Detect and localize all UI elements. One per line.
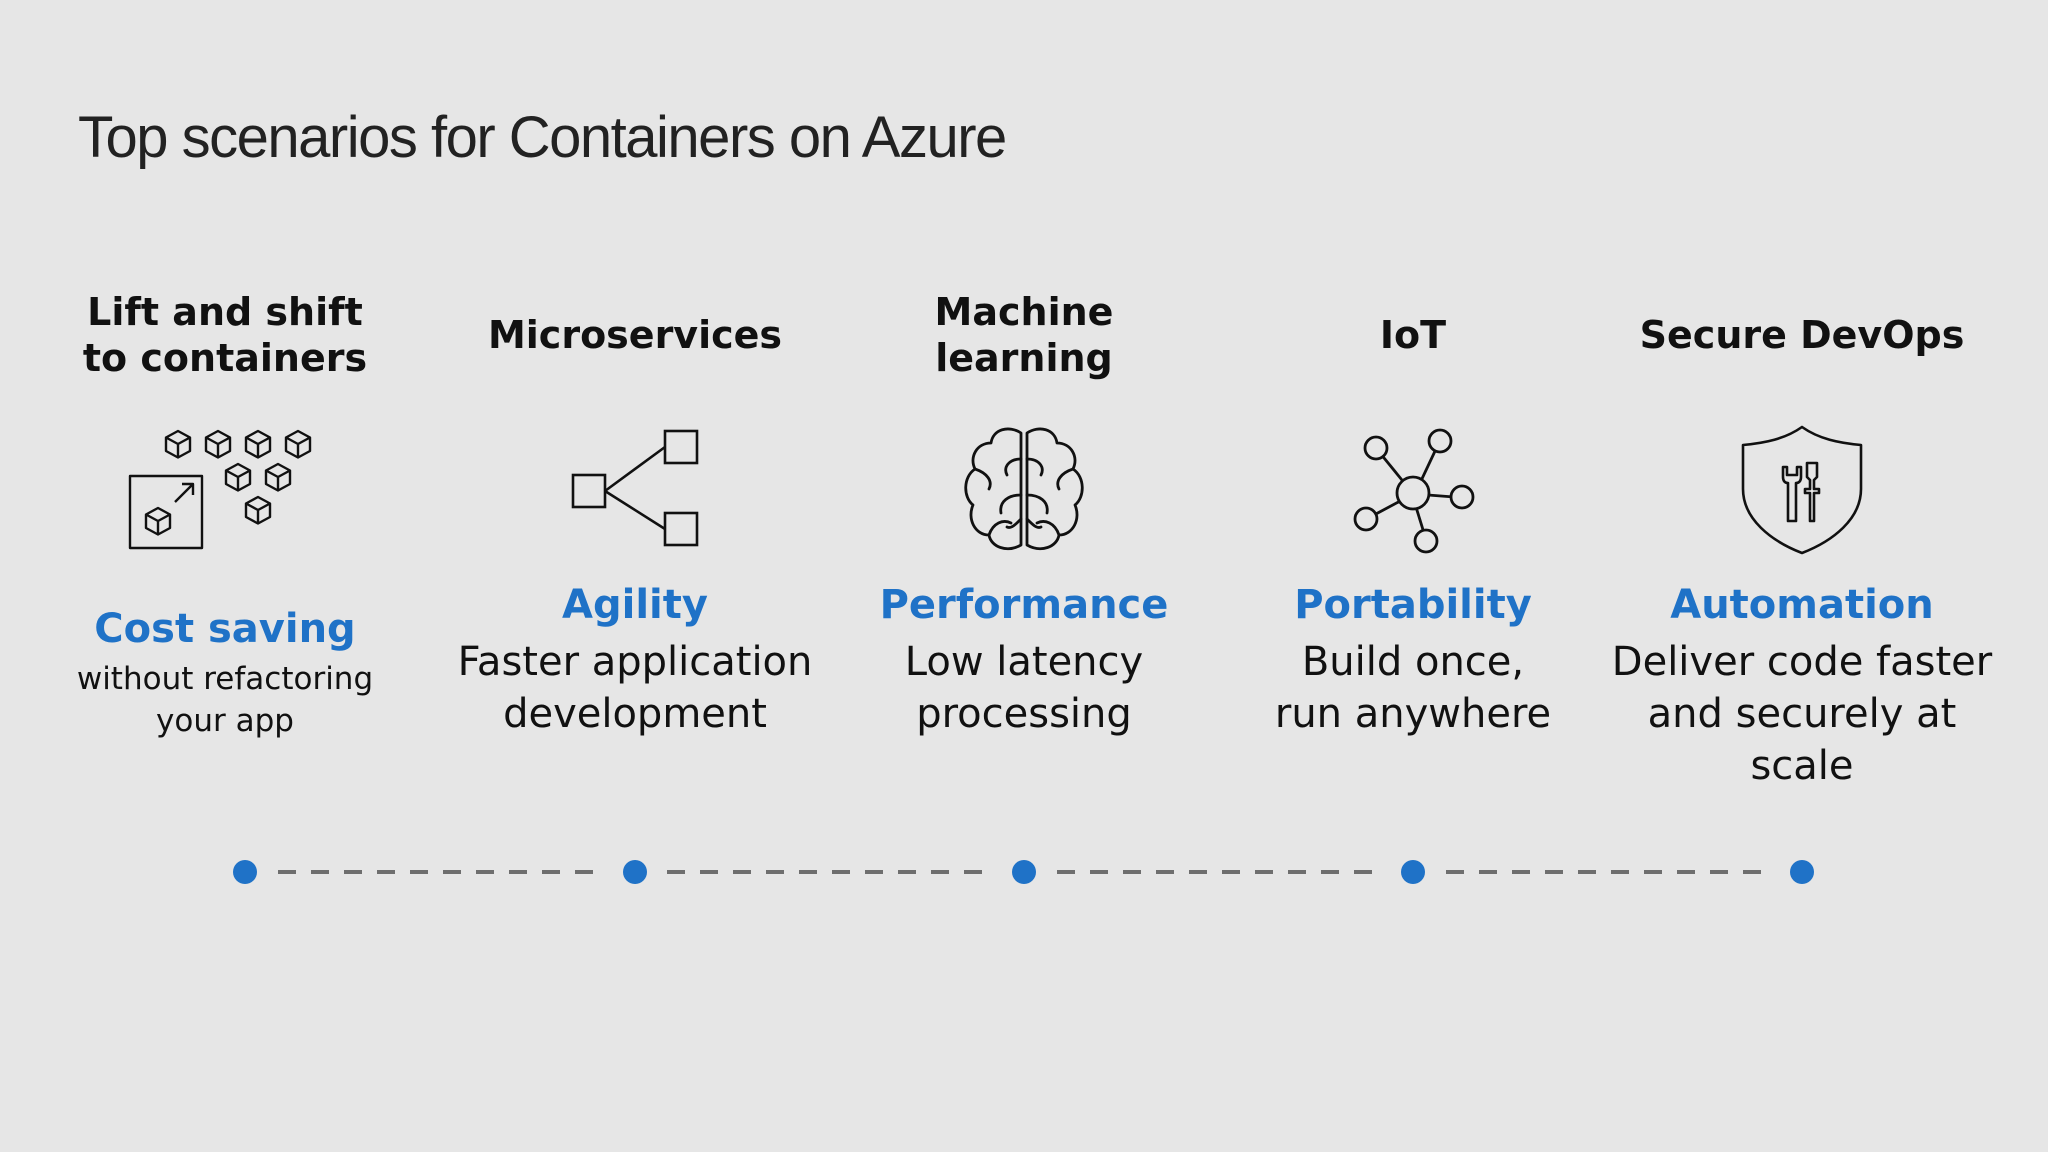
- scenario-detail: Faster application development: [457, 639, 813, 737]
- brain-icon: [829, 400, 1219, 580]
- scenario-lift-and-shift: Lift and shift to containers Cost saving…: [30, 270, 420, 742]
- page-title: Top scenarios for Containers on Azure: [78, 105, 1007, 170]
- containers-boxes-icon: [30, 400, 420, 580]
- timeline-dot: [623, 860, 647, 884]
- scenario-heading: Machine learning: [934, 290, 1114, 380]
- scenario-benefit: Agility: [562, 582, 708, 628]
- timeline: [233, 860, 1814, 884]
- scenario-detail: Build once, run anywhere: [1274, 639, 1552, 737]
- scenario-benefit: Portability: [1294, 582, 1532, 628]
- scenario-detail: Low latency processing: [904, 639, 1144, 737]
- scenario-detail: Deliver code faster and securely at scal…: [1611, 639, 1993, 789]
- shield-tools-icon: [1607, 400, 1997, 580]
- scenario-machine-learning: Machine learning Performance Low latency…: [829, 270, 1219, 740]
- timeline-dot: [233, 860, 257, 884]
- scenario-benefit: Automation: [1670, 582, 1934, 628]
- scenario-detail: without refactoring your app: [76, 661, 374, 739]
- scenario-heading: Microservices: [487, 313, 783, 357]
- scenario-benefit: Performance: [879, 582, 1169, 628]
- scenario-iot: IoT Portability Build once, run anywhere: [1218, 270, 1608, 740]
- timeline-dot: [1012, 860, 1036, 884]
- scenario-microservices: Microservices Agility Faster application…: [440, 270, 830, 740]
- scenario-heading: IoT: [1379, 313, 1447, 357]
- scenario-heading: Secure DevOps: [1639, 313, 1965, 357]
- scenario-benefit: Cost saving: [94, 606, 356, 652]
- microservices-nodes-icon: [440, 400, 830, 580]
- timeline-dot: [1790, 860, 1814, 884]
- scenario-secure-devops: Secure DevOps Automation Deliver code fa…: [1607, 270, 1997, 792]
- scenario-heading: Lift and shift to containers: [82, 290, 368, 380]
- timeline-dot: [1401, 860, 1425, 884]
- iot-network-icon: [1218, 400, 1608, 580]
